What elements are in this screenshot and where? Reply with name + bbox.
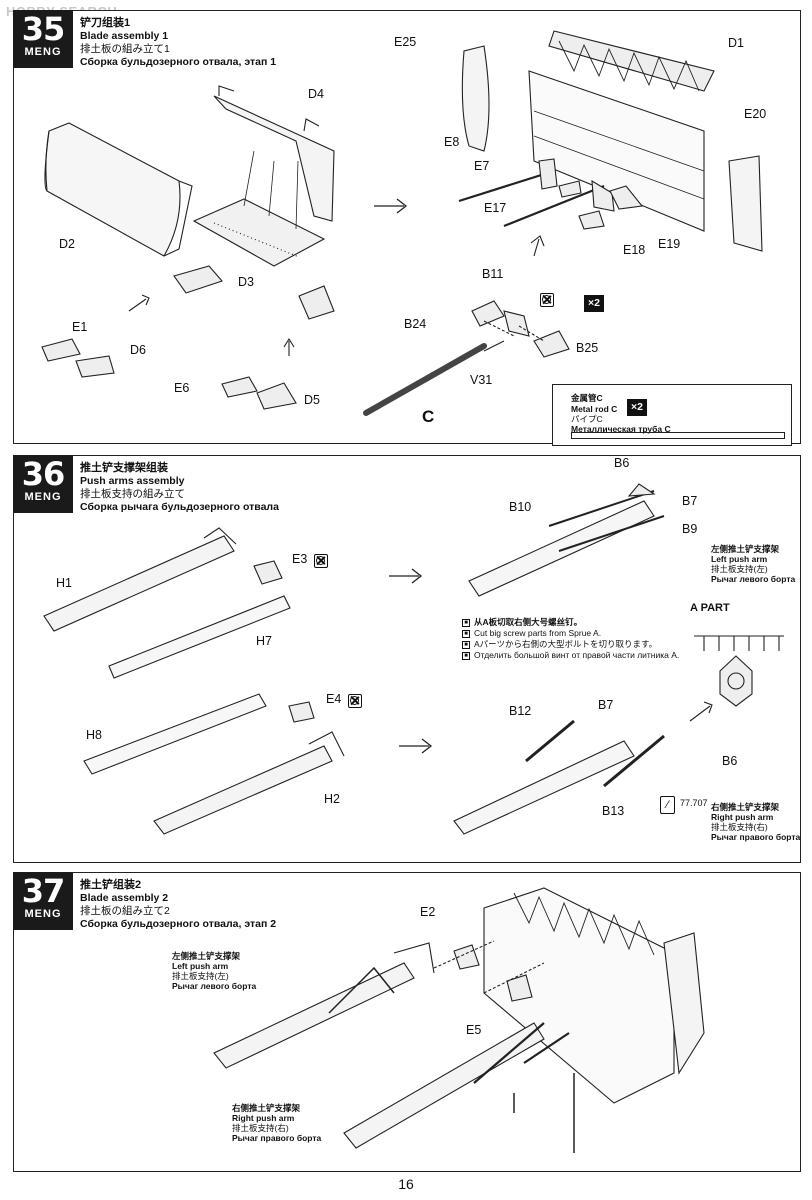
label-D2: D2 (59, 237, 75, 251)
label-E7: E7 (474, 159, 490, 173)
label-D1: D1 (728, 36, 744, 50)
step-title: 推土铲组装2 Blade assembly 2 排土板の組み立て2 Сборка… (80, 879, 276, 931)
rod-ru: Металлическая труба C (571, 424, 671, 434)
brand-logo: MENG (24, 908, 62, 920)
label-D6: D6 (130, 343, 146, 357)
label-E19: E19 (658, 237, 681, 251)
title-ja: 排土板の組み立て2 (80, 905, 170, 917)
label-B24: B24 (404, 317, 427, 331)
label-B6-b: B6 (722, 754, 738, 768)
step-title: 推土铲支撑架组装 Push arms assembly 排土板支持の組み立て С… (80, 462, 279, 514)
label-B12: B12 (509, 704, 532, 718)
label-E3: E3 (292, 552, 308, 566)
label-E2: E2 (420, 905, 436, 919)
step-number: 35 (21, 10, 66, 48)
label-B13: B13 (602, 804, 625, 818)
label-E1: E1 (72, 320, 88, 334)
title-ru: Сборка рычага бульдозерного отвала (80, 501, 279, 513)
brand-logo: MENG (24, 491, 62, 503)
title-ja: 排土板支持の組み立て (80, 488, 185, 500)
label-B9: B9 (682, 522, 698, 536)
rod-zh: 金属管C (571, 393, 603, 403)
rod-scale-bar (571, 432, 785, 439)
metal-rod-box: 金属管C Metal rod C パイプC Металлическая труб… (552, 384, 792, 446)
label-B25: B25 (576, 341, 599, 355)
label-V31: V31 (470, 373, 493, 387)
page-number: 16 (398, 1176, 414, 1192)
brand-logo: MENG (24, 46, 62, 58)
label-E6: E6 (174, 381, 190, 395)
label-D3: D3 (238, 275, 254, 289)
title-ja: 排土板の組み立て1 (80, 43, 170, 55)
step-36-illustration (43, 483, 784, 835)
title-en: Blade assembly 2 (80, 892, 169, 904)
label-E20: E20 (744, 107, 767, 121)
title-zh: 铲刀组装1 (80, 17, 131, 29)
title-ru: Сборка бульдозерного отвала, этап 2 (80, 918, 277, 930)
step-number: 37 (21, 872, 66, 910)
label-B7: B7 (682, 494, 698, 508)
rod-quantity-badge: ×2 (627, 399, 647, 416)
step-35-panel: 35 MENG 铲刀组装1 Blade assembly 1 排土板の組み立て1… (13, 10, 801, 446)
label-E18: E18 (623, 243, 646, 257)
label-B6: B6 (614, 456, 630, 470)
cut-icon (314, 554, 328, 568)
label-C: C (422, 407, 435, 426)
label-B7-b: B7 (598, 698, 614, 712)
title-en: Push arms assembly (80, 475, 185, 487)
step-36-panel: 36 MENG 推土铲支撑架组装 Push arms assembly 排土板支… (13, 455, 801, 863)
label-D5: D5 (304, 393, 320, 407)
label-B10: B10 (509, 500, 532, 514)
step-title: 铲刀组装1 Blade assembly 1 排土板の組み立て1 Сборка … (80, 17, 276, 69)
step-35-illustration (41, 30, 763, 416)
step-badge: 37 MENG (13, 872, 73, 930)
step-number: 36 (21, 455, 66, 493)
a-part-label: A PART (690, 602, 730, 614)
title-zh: 推土铲支撑架组装 (80, 462, 168, 474)
label-D4: D4 (308, 87, 324, 101)
label-H1: H1 (56, 576, 72, 590)
label-B11: B11 (482, 267, 504, 281)
cut-icon (348, 694, 362, 708)
step-badge: 36 MENG (13, 455, 73, 513)
cut-note: ■从A板切取右侧大号螺丝钉。 ■Cut big screw parts from… (462, 617, 679, 661)
title-en: Blade assembly 1 (80, 30, 169, 42)
label-E25: E25 (394, 35, 417, 49)
paint-brush-icon: ∕ (660, 796, 675, 814)
label-E17: E17 (484, 201, 507, 215)
step-37-panel: 37 MENG 推土铲组装2 Blade assembly 2 排土板の組み立て… (13, 872, 801, 1172)
label-H7: H7 (256, 634, 272, 648)
paint-code: 77.707 (680, 798, 708, 808)
step-37-illustration (213, 887, 705, 1153)
cut-icon (540, 293, 554, 307)
step-badge: 35 MENG (13, 10, 73, 68)
label-H8: H8 (86, 728, 102, 742)
title-zh: 推土铲组装2 (80, 879, 142, 891)
label-E8: E8 (444, 135, 460, 149)
quantity-badge: ×2 (584, 295, 604, 312)
rod-en: Metal rod C (571, 404, 618, 414)
label-H2: H2 (324, 792, 340, 806)
label-E5: E5 (466, 1023, 482, 1037)
title-ru: Сборка бульдозерного отвала, этап 1 (80, 56, 277, 68)
label-E4: E4 (326, 692, 342, 706)
rod-ja: パイプC (571, 414, 603, 424)
